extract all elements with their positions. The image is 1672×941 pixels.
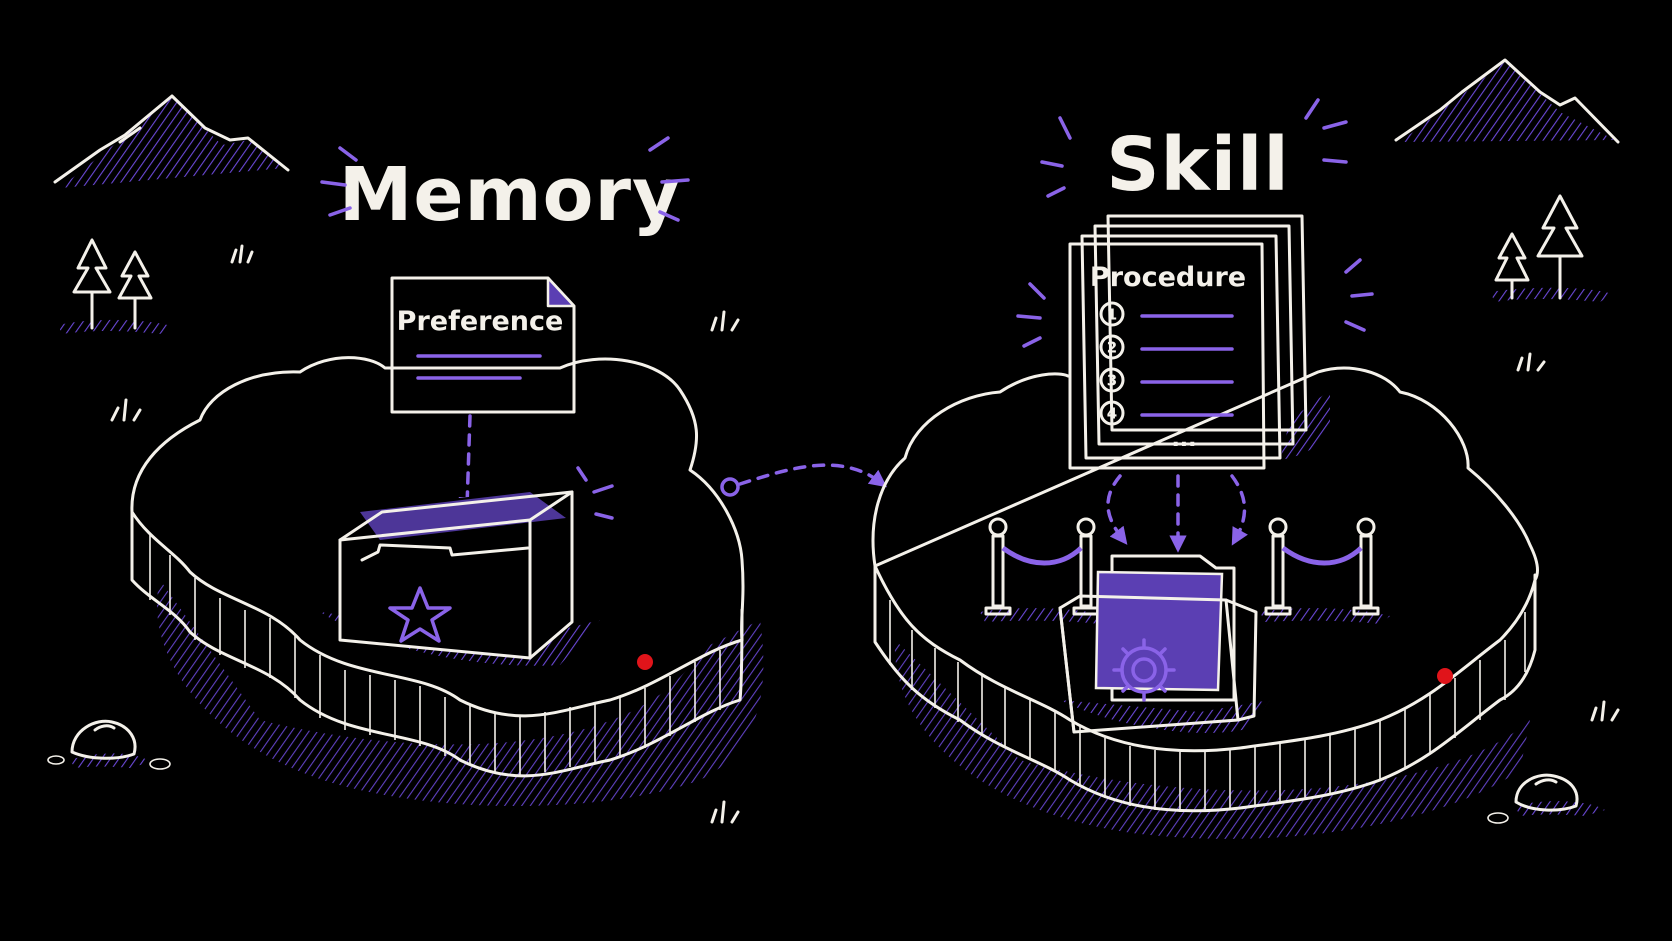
procedure-ellipsis: ... bbox=[1171, 427, 1196, 452]
svg-text:2: 2 bbox=[1107, 339, 1117, 357]
skill-title: Skill bbox=[1106, 122, 1290, 208]
mountains-right-icon bbox=[1394, 58, 1620, 144]
skill-folder-icon bbox=[1058, 554, 1270, 734]
preference-card-label: Preference bbox=[397, 306, 564, 337]
memory-island-edge-ticks bbox=[149, 535, 721, 776]
skill-title-sparks-icon bbox=[1040, 98, 1348, 198]
svg-text:3: 3 bbox=[1107, 372, 1117, 390]
trees-right-icon bbox=[1490, 194, 1612, 302]
memory-location-marker bbox=[637, 654, 653, 670]
procedure-step-2: 2 bbox=[1099, 334, 1234, 360]
trees-left-icon bbox=[58, 238, 172, 334]
grass-tufts-icon bbox=[110, 244, 1620, 824]
memory-title: Memory bbox=[339, 152, 682, 238]
skill-island-edge-ticks bbox=[889, 600, 1526, 812]
memory-to-skill-arrow bbox=[720, 463, 888, 497]
skill-island bbox=[871, 366, 1539, 839]
mountains-left-icon bbox=[53, 94, 290, 188]
procedure-to-folder-arrows bbox=[1106, 474, 1248, 553]
procedure-card-stack: Procedure 1 2 3 4 ... bbox=[1068, 214, 1330, 470]
skill-location-marker bbox=[1437, 668, 1453, 684]
stanchions-right-icon bbox=[1260, 517, 1390, 624]
memory-island bbox=[130, 356, 764, 807]
memory-title-sparks-icon bbox=[320, 136, 690, 222]
gear-icon bbox=[1112, 638, 1176, 702]
procedure-step-3: 3 bbox=[1099, 367, 1234, 393]
procedure-step-1: 1 bbox=[1099, 301, 1234, 327]
stanchions-left-icon bbox=[980, 517, 1110, 624]
memory-box-icon bbox=[320, 490, 600, 666]
procedure-card-label: Procedure bbox=[1090, 262, 1246, 293]
procedure-sparks-icon bbox=[1016, 258, 1374, 348]
preference-to-box-arrow bbox=[458, 414, 477, 515]
svg-text:1: 1 bbox=[1107, 306, 1117, 324]
rocks-right-icon bbox=[1487, 773, 1605, 824]
memory-box-sparks-icon bbox=[576, 466, 614, 520]
preference-card: Preference bbox=[390, 276, 576, 414]
rocks-left-icon bbox=[47, 719, 171, 770]
procedure-step-4: 4 bbox=[1099, 400, 1234, 426]
svg-text:4: 4 bbox=[1107, 405, 1117, 423]
